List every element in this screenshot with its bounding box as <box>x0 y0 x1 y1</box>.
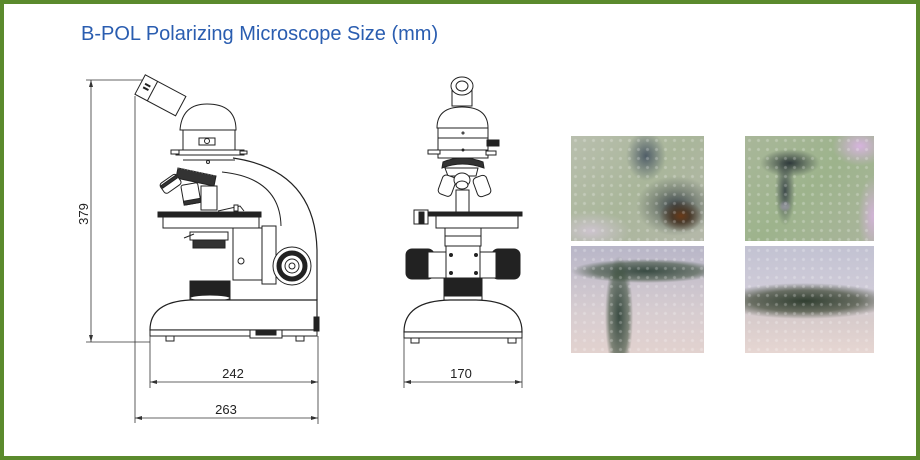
front-view-dimension-lines <box>403 338 523 388</box>
height-dimension-label: 379 <box>76 203 91 225</box>
polarized-sample-image-2 <box>745 136 874 241</box>
base-width-dimension-label: 242 <box>222 366 244 381</box>
overall-width-dimension-label: 263 <box>215 402 237 417</box>
side-view-dimension-lines <box>86 79 319 424</box>
front-view-microscope <box>403 76 523 344</box>
front-view-arrowheads <box>404 380 522 384</box>
polarized-sample-image-3 <box>571 246 704 353</box>
side-view-microscope <box>134 74 320 342</box>
front-base-width-dimension-label: 170 <box>450 366 472 381</box>
polarized-sample-image-1 <box>571 136 704 241</box>
side-view-arrowheads <box>89 80 318 420</box>
polarized-sample-image-4 <box>745 246 874 353</box>
page-title: B-POL Polarizing Microscope Size (mm) <box>81 23 439 45</box>
